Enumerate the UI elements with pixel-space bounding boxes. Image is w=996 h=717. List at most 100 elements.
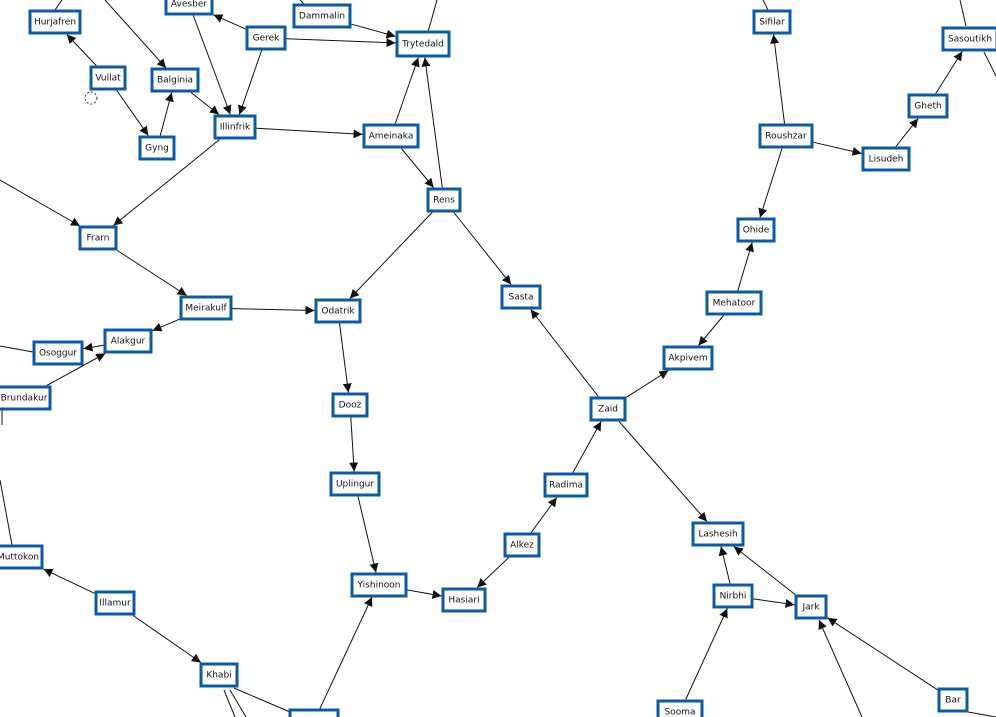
node-label: Rens [433,196,455,206]
node-label: Trytedald [401,40,444,50]
node-box[interactable] [0,544,44,570]
node-avesber[interactable]: Avesber [164,0,214,16]
node-balginia[interactable]: Balginia [150,67,200,93]
node-akpivem[interactable]: Akpivem [662,345,714,371]
node-odatrik[interactable]: Odatrik [314,298,362,324]
node-box[interactable] [395,30,451,58]
node-box[interactable] [292,3,352,29]
node-box[interactable] [362,123,420,149]
node-khabi[interactable]: Khabi [199,662,239,688]
node-box[interactable] [314,298,362,324]
node-box[interactable] [705,290,763,316]
node-frarn[interactable]: Frarn [78,225,118,251]
node-muttokon[interactable]: Muttokon [0,544,44,570]
node-gyng[interactable]: Gyng [138,135,176,161]
node-alakgur[interactable]: Alakgur [103,328,153,354]
node-dammalin[interactable]: Dammalin [292,3,352,29]
node-box[interactable] [89,65,127,91]
edge-vullat-to-gyng [116,90,149,136]
node-mehatoor[interactable]: Mehatoor [705,290,763,316]
node-box[interactable] [589,396,627,422]
edge-alkez-to-hasiari [476,557,510,588]
node-box[interactable] [426,187,462,213]
node-box[interactable] [331,392,369,418]
node-box[interactable] [199,662,239,688]
node-box[interactable] [138,135,176,161]
node-box[interactable] [32,340,84,366]
node-box[interactable] [907,93,949,119]
node-hasiari[interactable]: Hasiari [441,587,487,613]
node-bar[interactable]: Bar [937,687,969,713]
node-label: Radima [549,481,583,491]
node-label: Illinfrik [220,123,251,133]
node-label: Vullat [95,74,121,84]
node-jark[interactable]: Jark [794,594,828,620]
node-box[interactable] [28,9,82,35]
edge-zaid-to-sasta [530,309,599,397]
edge-balginia-to-illinfrik [190,92,220,115]
node-box[interactable] [213,114,257,140]
node-box[interactable] [245,25,287,51]
node-box[interactable] [78,225,118,251]
node-box[interactable] [0,385,52,411]
edges [43,14,963,700]
node-box[interactable] [861,146,911,172]
node-uplingur[interactable]: Uplingur [329,471,381,497]
node-osoggur[interactable]: Osoggur [32,340,84,366]
node-lashesih[interactable]: Lashesih [691,521,745,547]
node-alkez[interactable]: Alkez [503,532,541,558]
node-sasoutikh[interactable]: Sasoutikh [941,26,996,52]
node-label: Frarn [87,234,110,244]
node-box[interactable] [150,67,200,93]
node-illamur[interactable]: Illamur [94,590,136,616]
node-zaid[interactable]: Zaid [589,396,627,422]
node-trytedald[interactable]: Trytedald [395,30,451,58]
node-box[interactable] [350,572,408,598]
edge-stub [959,0,967,27]
node-box[interactable] [179,295,233,321]
node-box[interactable] [941,26,996,52]
node-box[interactable] [752,9,792,35]
node-box[interactable] [794,594,828,620]
node-dooz[interactable]: Dooz [331,392,369,418]
node-vullat[interactable]: Vullat [89,65,127,91]
edge-mehatoor-to-akpivem [698,315,724,346]
node-sifilar[interactable]: Sifilar [752,9,792,35]
node-illinfrik[interactable]: Illinfrik [213,114,257,140]
node-offscreen-partial[interactable] [288,708,340,717]
node-gheth[interactable]: Gheth [907,93,949,119]
edge-stub [762,0,769,11]
node-roushzar[interactable]: Roushzar [758,123,814,149]
node-brundakur[interactable]: Brundakur [0,385,52,411]
node-box[interactable] [500,284,542,310]
node-box[interactable] [691,521,745,547]
node-meirakulf[interactable]: Meirakulf [179,295,233,321]
node-box[interactable] [543,472,589,498]
node-gerek[interactable]: Gerek [245,25,287,51]
node-box[interactable] [712,583,754,609]
node-box[interactable] [164,0,214,16]
node-box[interactable] [937,687,969,713]
node-sooma[interactable]: Sooma [656,699,704,717]
node-radima[interactable]: Radima [543,472,589,498]
edge-gerek-to-trytedald [286,38,396,48]
node-ohide[interactable]: Ohide [736,217,776,243]
node-box[interactable] [103,328,153,354]
node-rens[interactable]: Rens [426,187,462,213]
node-box[interactable] [662,345,714,371]
node-box[interactable] [503,532,541,558]
node-box[interactable] [329,471,381,497]
node-sasta[interactable]: Sasta [500,284,542,310]
node-box[interactable] [441,587,487,613]
node-hurjafren[interactable]: Hurjafren [28,9,82,35]
node-lisudeh[interactable]: Lisudeh [861,146,911,172]
node-box[interactable] [94,590,136,616]
node-yishinoon[interactable]: Yishinoon [350,572,408,598]
node-label: Zaid [598,405,618,415]
edge-stub [233,687,291,713]
node-box[interactable] [656,699,704,717]
node-box[interactable] [758,123,814,149]
node-ameinaka[interactable]: Ameinaka [362,123,420,149]
node-nirbhi[interactable]: Nirbhi [712,583,754,609]
node-box[interactable] [736,217,776,243]
